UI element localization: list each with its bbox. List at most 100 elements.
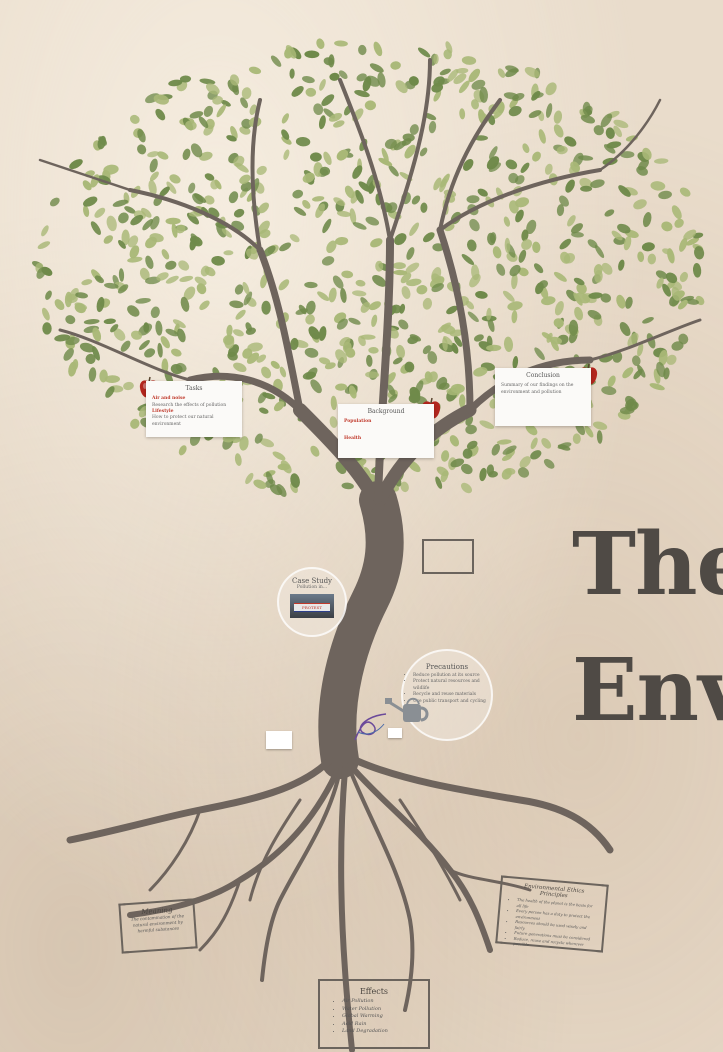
leaf [234,284,244,295]
leaf [83,196,98,207]
leaf [619,406,635,415]
leaf [79,342,95,353]
case-study-photo[interactable]: PROTEST [290,594,334,618]
leaf [245,322,252,332]
case-study-banner: PROTEST [294,603,330,612]
tasks-card[interactable]: Tasks Air and noise Research the effects… [146,381,242,437]
leaf [462,448,473,459]
effects-box[interactable]: Effects Air Pollution Water Pollution Gl… [318,979,430,1049]
leaf [582,101,591,116]
leaf [341,482,354,490]
conclusion-card[interactable]: Conclusion Summary of our findings on th… [495,368,591,426]
leaf [605,127,615,139]
leaf [74,302,88,310]
small-note-frame[interactable] [422,539,474,574]
leaf [393,269,408,276]
leaf [354,90,370,98]
leaf [106,215,117,232]
leaf [486,344,502,352]
leaf [479,420,495,430]
leaf [211,255,225,266]
leaf [502,290,515,302]
leaf [188,182,196,194]
leaf [333,197,346,207]
precautions-list: Reduce pollution at its source Protect n… [403,673,491,705]
leaf [466,440,478,450]
leaf [345,347,356,358]
leaf [318,357,331,365]
leaf [400,272,412,284]
leaf [453,335,463,347]
leaf [281,136,292,145]
leaf [487,317,495,333]
leaf [553,124,564,138]
leaf [564,136,577,147]
leaf [336,210,351,217]
leaf [622,367,634,379]
leaf [390,61,401,70]
leaf [365,216,380,226]
leaf [344,185,355,199]
leaf [292,189,304,199]
leaf [190,233,200,245]
leaf [149,233,164,243]
leaf [228,191,239,204]
leaf [685,298,699,305]
precautions-item: Use public transport and cycling [413,699,491,705]
background-card[interactable]: Background Population Health [338,404,434,458]
leaf [175,362,187,373]
leaf [45,290,52,300]
leaf [445,41,453,54]
leaf [573,277,585,286]
leaf [37,241,51,250]
leaf [358,181,371,192]
leaf [488,471,498,478]
leaf [180,296,190,312]
leaf [408,76,419,86]
small-note[interactable] [266,731,292,749]
leaf [692,263,702,278]
leaf [117,284,129,294]
tasks-item: Air and noise [152,396,186,402]
leaf [118,239,126,249]
leaf [273,401,285,412]
leaf [411,195,421,205]
leaf [678,333,689,345]
leaf [124,206,136,214]
leaf [620,151,635,159]
leaf [471,79,486,90]
leaf [588,292,603,299]
leaf [312,196,325,202]
leaf [625,398,635,409]
leaf [99,369,108,383]
leaf [69,159,83,170]
leaf [438,382,450,390]
leaf [336,149,349,161]
case-study-circle[interactable]: Case Study Pollution in... PROTEST [277,567,347,637]
precautions-circle[interactable]: Precautions Reduce pollution at its sour… [401,649,493,741]
leaf [246,352,260,364]
leaf [671,205,682,220]
leaf [433,53,439,65]
meaning-box[interactable]: Meaning The contamination of the natural… [120,898,196,954]
leaf [120,340,131,352]
leaf [103,235,113,244]
leaf [147,151,159,158]
leaf [302,199,311,209]
leaf [235,309,246,320]
leaf [437,322,451,333]
leaf [466,195,480,204]
leaf [335,383,348,391]
leaf [295,308,308,315]
small-note[interactable] [388,728,402,738]
leaf [338,70,348,80]
leaf [329,416,338,428]
leaf [479,86,489,103]
leaf [401,286,411,299]
leaf [205,83,220,95]
principles-box[interactable]: Environmental Ethics Principles The heal… [497,875,607,953]
effects-item: Water Pollution [342,1006,414,1014]
leaf [587,309,602,320]
leaf [171,348,182,357]
leaf [511,310,518,324]
